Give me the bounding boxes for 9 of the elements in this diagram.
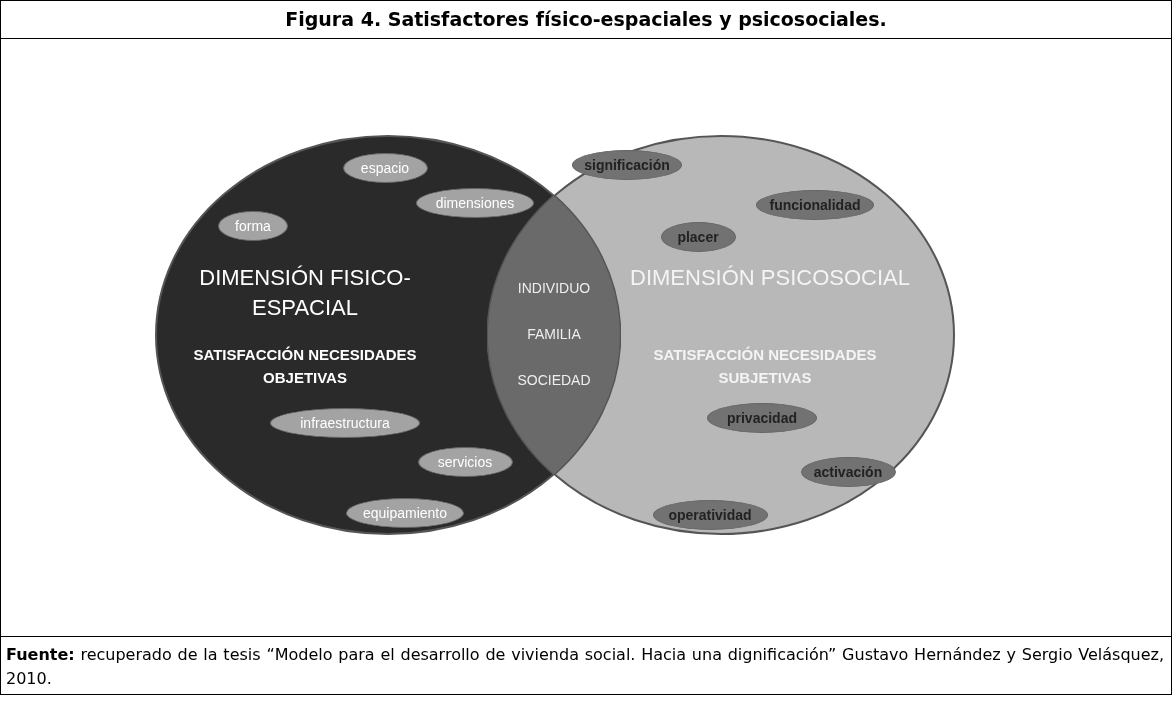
dimension-heading: DIMENSIÓN FISICO-ESPACIAL: [198, 264, 412, 322]
figure-title: Figura 4. Satisfactores físico-espaciales y psicosociales.: [284, 8, 888, 30]
satisfaction-subheading: SATISFACCIÓN NECESIDADES SUBJETIVAS: [652, 345, 878, 388]
group-label: SOCIEDAD: [516, 372, 592, 388]
group-label: FAMILIA: [526, 326, 582, 342]
dimension-heading: DIMENSIÓN PSICOSOCIAL: [629, 264, 911, 292]
source-note: Fuente: recuperado de la tesis “Modelo para el desarrollo de vivienda social. Hacia una dignificación” Gustavo Hernández y Sergio Velásquez, 2010.: [6, 644, 1164, 690]
group-label: INDIVIDUO: [516, 280, 592, 296]
satisfaction-subheading: SATISFACCIÓN NECESIDADES OBJETIVAS: [192, 345, 418, 388]
